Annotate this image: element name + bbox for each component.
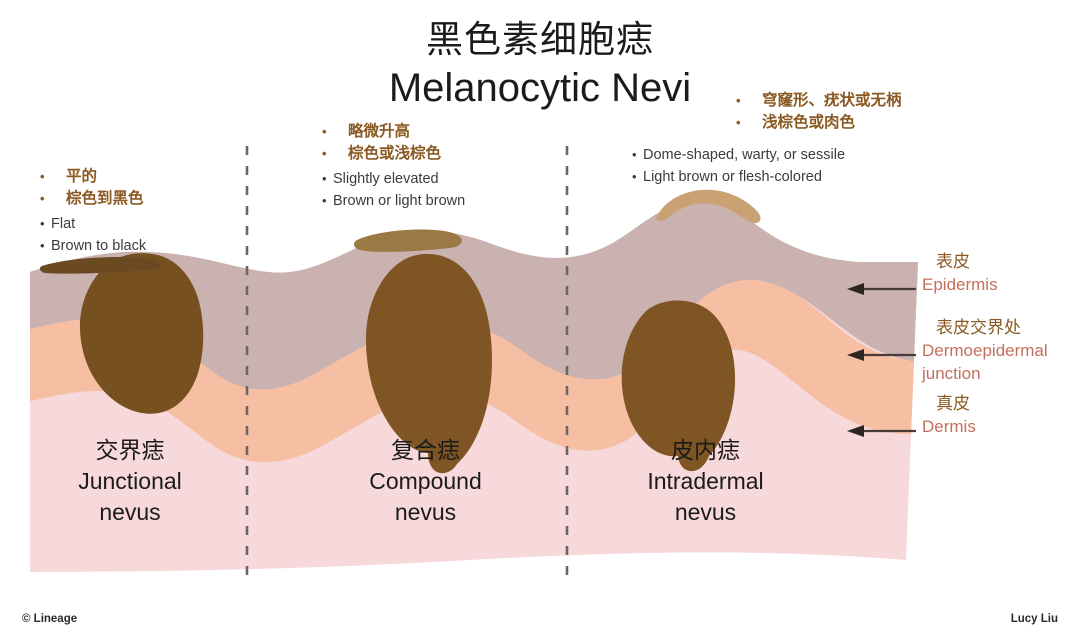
note-junctional-en-0-text: Flat — [51, 216, 76, 232]
bullet-icon: • — [736, 93, 741, 108]
lesion-cap-intradermal — [656, 189, 761, 224]
bullet-icon: • — [632, 147, 637, 162]
note-intradermal-en-0-text: Dome-shaped, warty, or sessile — [643, 147, 846, 163]
note-intradermal-en-1: • Light brown or flesh-colored — [632, 166, 845, 188]
note-intradermal-cn-1: • 浅棕色或肉色 — [736, 112, 902, 134]
note-compound-en-1-text: Brown or light brown — [333, 193, 466, 209]
bullet-icon: • — [40, 216, 45, 231]
bullet-icon: • — [632, 169, 637, 184]
note-compound: • 略微升高 • 棕色或浅棕色 • Slightly elevated • Br… — [322, 121, 465, 212]
nevus-mass-junctional — [79, 253, 204, 414]
layer-label-epidermis-cn: 表皮 — [936, 252, 970, 271]
note-intradermal-cn-0: • 穹窿形、疣状或无柄 — [736, 90, 902, 112]
note-junctional-en-1-text: Brown to black — [51, 238, 147, 254]
layer-label-dermis-cn: 真皮 — [936, 394, 970, 413]
layer-label-dermis-en: Dermis — [922, 417, 976, 436]
layer-label-epidermis: 表皮 Epidermis — [922, 250, 998, 296]
layer-label-dej-cn: 表皮交界处 — [936, 318, 1021, 337]
note-compound-cn-0-text: 略微升高 — [348, 123, 411, 140]
note-intradermal: • 穹窿形、疣状或无柄 • 浅棕色或肉色 — [736, 90, 902, 134]
callout-arrow-dermis — [847, 425, 916, 437]
bullet-icon: • — [322, 146, 327, 161]
note-junctional-cn-0-text: 平的 — [66, 168, 98, 185]
bullet-icon: • — [322, 193, 327, 208]
layer-label-dej-en2: junction — [922, 364, 981, 383]
note-junctional-cn-1-text: 棕色到黑色 — [66, 190, 144, 207]
note-junctional-cn-1: • 棕色到黑色 — [40, 188, 146, 210]
layer-label-dej-en: Dermoepidermal — [922, 341, 1048, 360]
footer-copyright: © Lineage — [22, 613, 78, 625]
note-intradermal-cn-1-text: 浅棕色或肉色 — [762, 114, 856, 131]
callout-arrow-dermoepidermal-junction — [847, 349, 916, 361]
note-intradermal-en-0: • Dome-shaped, warty, or sessile — [632, 144, 845, 166]
layer-label-dermis: 真皮 Dermis — [922, 392, 976, 438]
note-junctional: • 平的 • 棕色到黑色 • Flat • Brown to black — [40, 166, 146, 257]
note-compound-en-0: • Slightly elevated — [322, 168, 465, 190]
note-compound-en-0-text: Slightly elevated — [333, 171, 439, 187]
note-intradermal-en-1-text: Light brown or flesh-colored — [643, 169, 822, 185]
layer-label-dermoepidermal-junction: 表皮交界处 Dermoepidermal junction — [922, 316, 1048, 385]
callout-arrow-epidermis — [847, 283, 916, 295]
note-compound-cn-1: • 棕色或浅棕色 — [322, 143, 465, 165]
note-compound-cn-1-text: 棕色或浅棕色 — [348, 145, 442, 162]
note-intradermal-cn-0-text: 穹窿形、疣状或无柄 — [762, 92, 902, 109]
note-compound-cn-0: • 略微升高 — [322, 121, 465, 143]
lesion-cap-compound — [353, 229, 462, 252]
bullet-icon: • — [322, 171, 327, 186]
nevus-mass-intradermal — [621, 300, 736, 472]
note-junctional-en-0: • Flat — [40, 213, 146, 235]
note-junctional-en-1: • Brown to black — [40, 235, 146, 257]
lesion-cap-junctional — [39, 257, 161, 274]
layer-label-epidermis-en: Epidermis — [922, 275, 998, 294]
bullet-icon: • — [322, 124, 327, 139]
note-junctional-cn-0: • 平的 — [40, 166, 146, 188]
bullet-icon: • — [736, 115, 741, 130]
nevus-mass-compound — [366, 253, 492, 474]
footer-author: Lucy Liu — [1010, 613, 1058, 625]
bullet-icon: • — [40, 238, 45, 253]
note-intradermal-en: • Dome-shaped, warty, or sessile • Light… — [632, 144, 845, 188]
bullet-icon: • — [40, 169, 45, 184]
bullet-icon: • — [40, 191, 45, 206]
note-compound-en-1: • Brown or light brown — [322, 190, 465, 212]
